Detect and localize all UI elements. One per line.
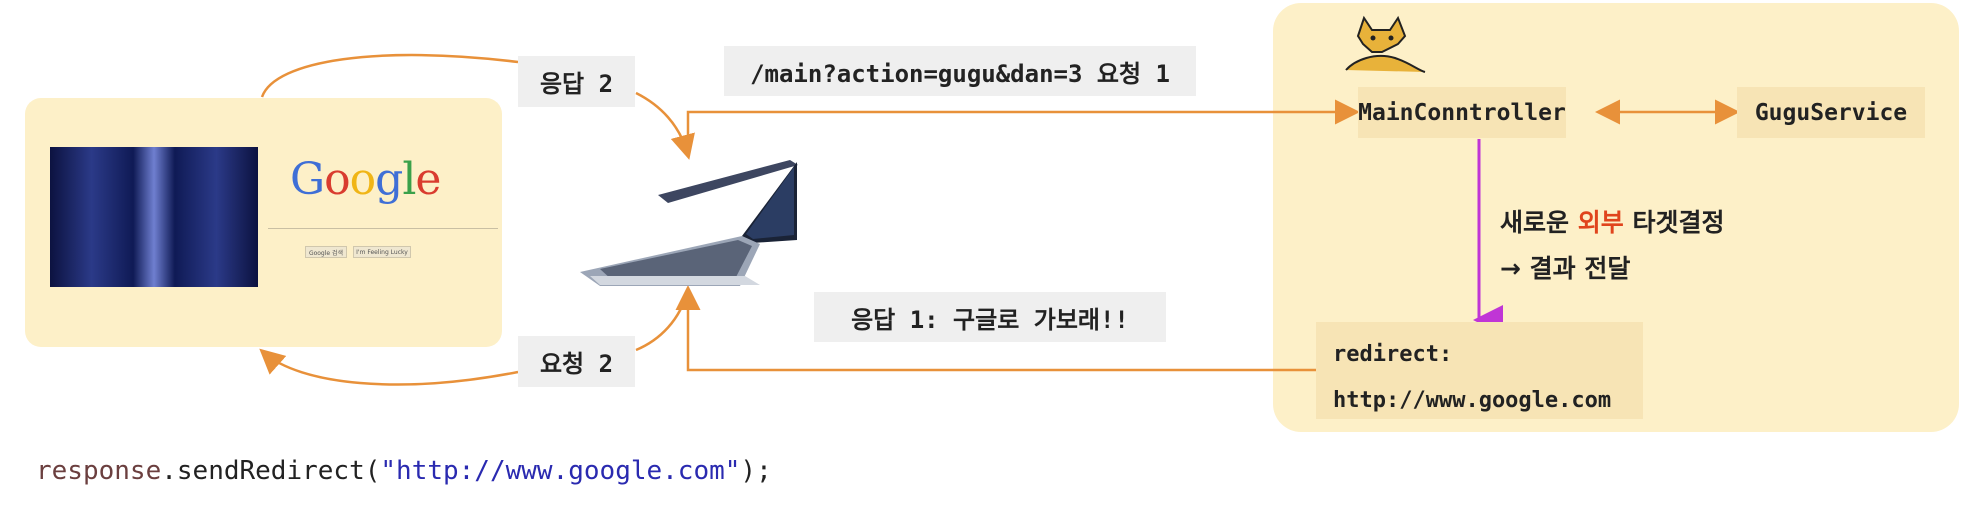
request1-arrow (686, 99, 1360, 155)
request2-arrow-upper (635, 289, 690, 352)
code-argument: "http://www.google.com" (380, 456, 741, 486)
note-prefix: 새로운 (1500, 208, 1570, 237)
gugu-service-box: GuguService (1737, 87, 1925, 138)
search-box (268, 228, 498, 229)
google-logo: Google (290, 154, 441, 205)
code-line: response.sendRedirect("http://www.google… (36, 456, 772, 486)
request2-curve (259, 348, 519, 386)
code-end: ); (740, 456, 772, 486)
tomcat-icon (1345, 15, 1426, 73)
response2-curve (260, 53, 519, 98)
redirect-box: redirect: http://www.google.com (1316, 322, 1643, 419)
note-line2: → 결과 전달 (1500, 254, 1631, 283)
redirect-url: http://www.google.com (1333, 388, 1612, 413)
code-method: .sendRedirect( (161, 456, 381, 486)
note-highlight: 외부 (1577, 208, 1624, 237)
code-object: response (36, 456, 162, 486)
note-suffix: 타겟결정 (1632, 208, 1725, 237)
response2-label: 응답 2 (518, 56, 635, 107)
request2-label: 요청 2 (518, 336, 635, 387)
redirect-label: redirect: (1333, 342, 1453, 367)
response1-label: 응답 1: 구글로 가보래!! (814, 292, 1166, 342)
google-search-button: Google 검색 (305, 246, 347, 258)
feeling-lucky-button: I'm Feeling Lucky (353, 246, 411, 258)
decision-note: 새로운 외부 타겟결정 → 결과 전달 (1500, 200, 1724, 292)
main-controller-box: MainConntroller (1358, 87, 1566, 138)
response1-arrow (675, 285, 1316, 372)
request1-label: /main?action=gugu&dan=3 요청 1 (724, 46, 1196, 96)
laptop-icon (580, 160, 798, 286)
datacenter-image (50, 147, 258, 287)
response2-arrow (635, 91, 695, 160)
